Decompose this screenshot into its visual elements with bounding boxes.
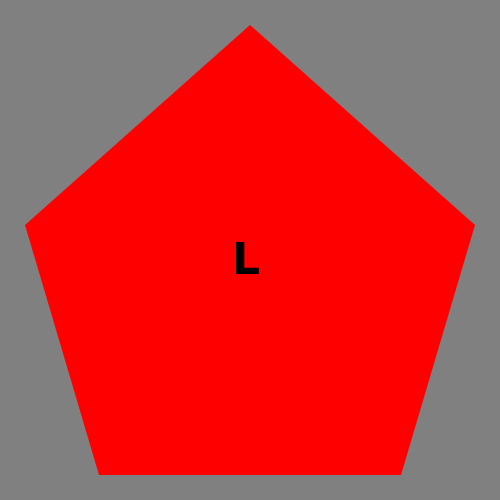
pentagon-shape [25, 25, 475, 475]
shape-label: L [232, 234, 260, 285]
